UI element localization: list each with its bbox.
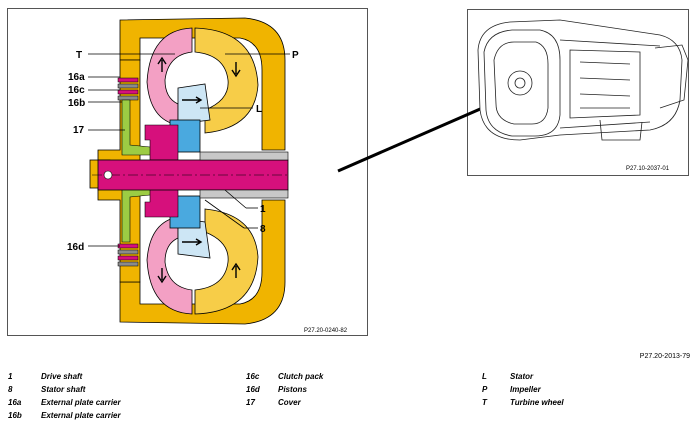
legend-key: 1 — [8, 372, 13, 381]
legend-key: P — [482, 385, 488, 394]
legend-label: Turbine wheel — [510, 398, 564, 407]
legend-label: Cover — [278, 398, 301, 407]
callout-17: 17 — [73, 125, 85, 136]
callout-16d: 16d — [67, 242, 84, 253]
legend-label: Clutch pack — [278, 372, 324, 381]
stator-shaft — [199, 151, 289, 161]
legend-label: Pistons — [278, 385, 307, 394]
converter-housing — [119, 17, 286, 151]
legend-label: Impeller — [510, 385, 541, 394]
converter-housing-lower — [119, 199, 286, 325]
right-panel-code: P27.10-2037-01 — [626, 166, 670, 172]
legend-item: T Turbine wheel — [482, 396, 564, 409]
legend-label: Stator shaft — [41, 385, 86, 394]
legend-key: 17 — [246, 398, 255, 407]
legend-item: 17 Cover — [246, 396, 323, 409]
stator-shaft-lower — [199, 189, 289, 199]
legend-label: Stator — [510, 372, 534, 381]
callout-1: 1 — [260, 204, 266, 215]
legend-column-2: 16c Clutch pack 16d Pistons 17 Cover — [246, 370, 323, 409]
legend-item: 16a External plate carrier — [8, 396, 121, 409]
legend-item: 1 Drive shaft — [8, 370, 121, 383]
callout-leaders — [88, 53, 290, 247]
stator-upper — [177, 83, 211, 125]
legend-key: 16b — [8, 411, 22, 420]
legend-key: 16a — [8, 398, 22, 407]
legend-label: External plate carrier — [41, 411, 121, 420]
figure-reference: P27.20-2013-79 — [639, 353, 690, 360]
callout-16b: 16b — [68, 98, 85, 109]
torque-converter-drawing — [89, 17, 290, 325]
flow-arrows — [157, 56, 241, 284]
turbine-hub-lower — [144, 187, 179, 218]
clutch-pack-upper — [117, 77, 139, 101]
callout-P: P — [292, 50, 299, 61]
callout-L: L — [256, 104, 262, 115]
legend-key: T — [482, 398, 487, 407]
legend-label: Drive shaft — [41, 372, 83, 381]
pilot-ring — [103, 170, 113, 180]
turbine-hub — [144, 124, 179, 161]
legend-item: 16d Pistons — [246, 383, 323, 396]
legend-item: P Impeller — [482, 383, 564, 396]
left-panel-code: P27.20-0240-82 — [304, 328, 348, 334]
legend-key: 16c — [246, 372, 260, 381]
legend-key: L — [482, 372, 487, 381]
legend-item: L Stator — [482, 370, 564, 383]
legend-item: 16c Clutch pack — [246, 370, 323, 383]
legend-key: 16d — [246, 385, 260, 394]
callout-16c: 16c — [68, 85, 85, 96]
legend-column-3: L Stator P Impeller T Turbine wheel — [482, 370, 564, 409]
impeller-lower — [194, 208, 259, 315]
transmission-drawing — [477, 19, 689, 141]
callout-16a: 16a — [68, 72, 85, 83]
legend-key: 8 — [8, 385, 13, 394]
clutch-pack-lower — [117, 243, 139, 267]
legend-label: External plate carrier — [41, 398, 121, 407]
legend-item: 8 Stator shaft — [8, 383, 121, 396]
legend-item: 16b External plate carrier — [8, 409, 121, 422]
callout-T: T — [76, 50, 82, 61]
callout-8: 8 — [260, 224, 266, 235]
